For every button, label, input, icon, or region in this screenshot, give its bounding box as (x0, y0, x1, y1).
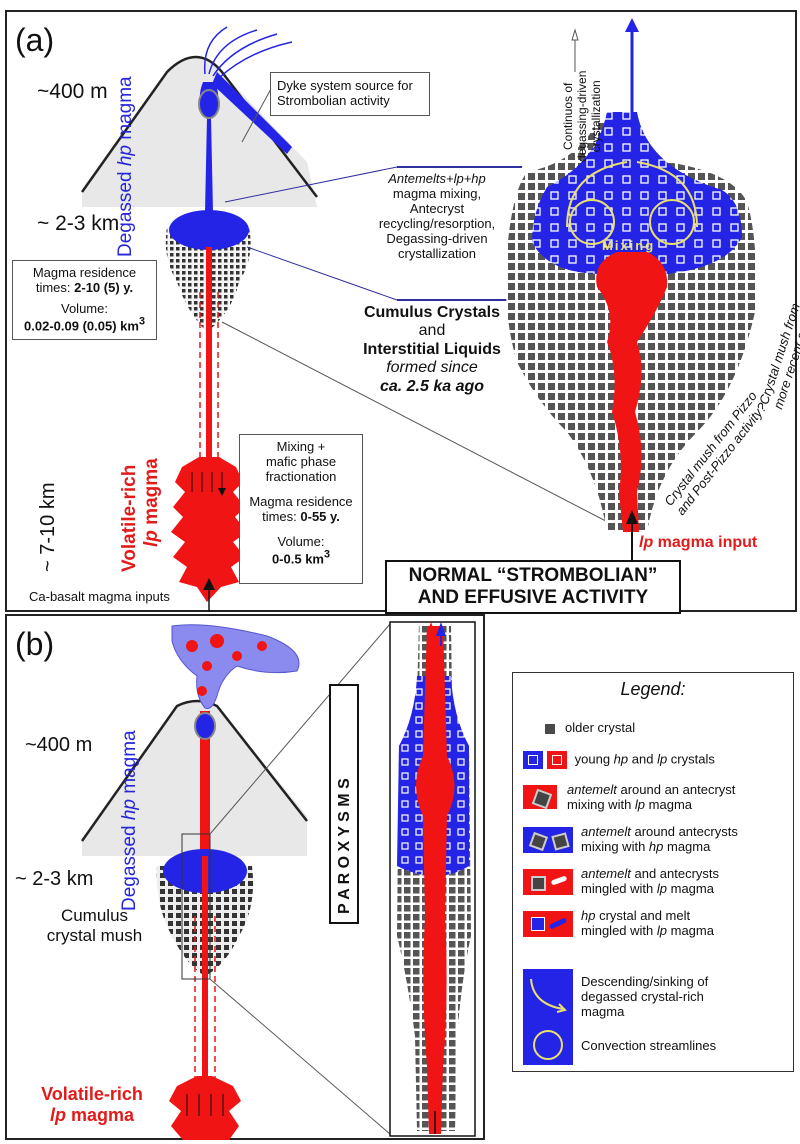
depth-7-10km: ~ 7-10 km (37, 482, 59, 572)
eruption-plume (171, 624, 300, 709)
dyke (212, 72, 292, 154)
conduit-red (206, 247, 212, 462)
normal-activity-title: NORMAL “STROMBOLIAN” AND EFFUSIVE ACTIVI… (385, 560, 681, 614)
volatile-rich-label-b: Volatile-rich lp magma (41, 1084, 143, 1125)
cumulus-note: Cumulus Crystals and Interstitial Liquid… (363, 304, 501, 395)
hp-mingled-swatch (523, 911, 573, 937)
volatile-rich-label: Volatile-rich (119, 464, 140, 572)
panel-a: (a) ~400 m ~ 2-3 km ~ 7-10 km Degassed h… (5, 10, 800, 614)
legend-box: Legend: older crystal young hp and lp cr… (512, 672, 794, 1072)
depth-400m-b: ~400 m (25, 734, 93, 756)
depth-400m: ~400 m (37, 80, 108, 103)
legend-item-antemelt-mingled: antemelt and antecrysts mingled with lp … (523, 866, 719, 897)
legend-title: Legend: (620, 679, 686, 699)
panel-b-drawing (80, 621, 476, 1140)
zoom-column-red (416, 626, 455, 1134)
degassed-hp-label-b: Degassed hp magma (119, 730, 140, 911)
deep-reservoir-b (169, 1076, 241, 1140)
panel-b: (b) ~400 m ~ 2-3 km Degassed hp magma Cu… (5, 614, 485, 1140)
depth-2-3km: ~ 2-3 km (37, 212, 120, 235)
lp-crystal-swatch (546, 751, 567, 769)
paroxysms-title: P A R O X Y S M S (329, 684, 359, 924)
flow-swatch (523, 969, 573, 1065)
lp-magma-label: lp magma (141, 458, 162, 547)
lp-input-label: lp magma input (639, 534, 758, 551)
legend-item-hp-mingled: hp crystal and melt mingled with lp magm… (523, 908, 714, 939)
legend-item-antemelt-lp: antemelt around an antecryst mixing with… (523, 782, 735, 813)
depth-2-3km-b: ~ 2-3 km (15, 868, 94, 890)
shallow-chamber (169, 210, 249, 250)
panel-a-drawing (80, 18, 756, 612)
legend-item-older-crystal: older crystal (523, 720, 635, 736)
zoom-blue (532, 112, 742, 274)
volcano-cone (82, 57, 317, 207)
hp-crystal-swatch (523, 751, 543, 769)
conduit-blue (199, 82, 219, 212)
degassed-hp-label: Degassed hp magma (115, 76, 136, 257)
cumulus-mush-label-b: Cumulus crystal mush (46, 906, 143, 945)
residence-box-deep: Mixing + mafic phase fractionation Magma… (239, 434, 363, 584)
zoom-red (596, 252, 668, 532)
mixing-word: Mixing (602, 238, 656, 253)
legend-item-convection: Convection streamlines (581, 1038, 717, 1053)
panel-a-label: (a) (15, 22, 55, 58)
residence-box-shallow: Magma residence times: 2-10 (5) y. Volum… (12, 260, 157, 340)
dyke-note: Dyke system source for Strombolian activ… (270, 72, 430, 116)
panel-b-label: (b) (15, 626, 55, 662)
deep-reservoir (171, 457, 247, 602)
flow-swatch-svg (530, 978, 567, 1060)
antemelt-hp-swatch (523, 827, 573, 853)
older-crystal-swatch (545, 723, 555, 734)
legend-item-young-crystals: young hp and lp crystals (523, 751, 715, 769)
antemelt-mingled-swatch (523, 869, 573, 895)
ca-basalt-label: Ca-basalt magma inputs (29, 589, 170, 604)
volcano-cone-b (82, 701, 307, 856)
continuous-note: Continuos of degassing-driven crystalliz… (561, 70, 603, 162)
legend-item-antemelt-hp: antemelt around antecrysts mixing with h… (523, 824, 738, 855)
legend-item-descending: Descending/sinking of degassed crystal-r… (581, 974, 709, 1019)
antemelt-lp-swatch (523, 785, 557, 810)
mixing-note: Antemelts+lp+hp magma mixing, Antecryst … (378, 171, 496, 261)
